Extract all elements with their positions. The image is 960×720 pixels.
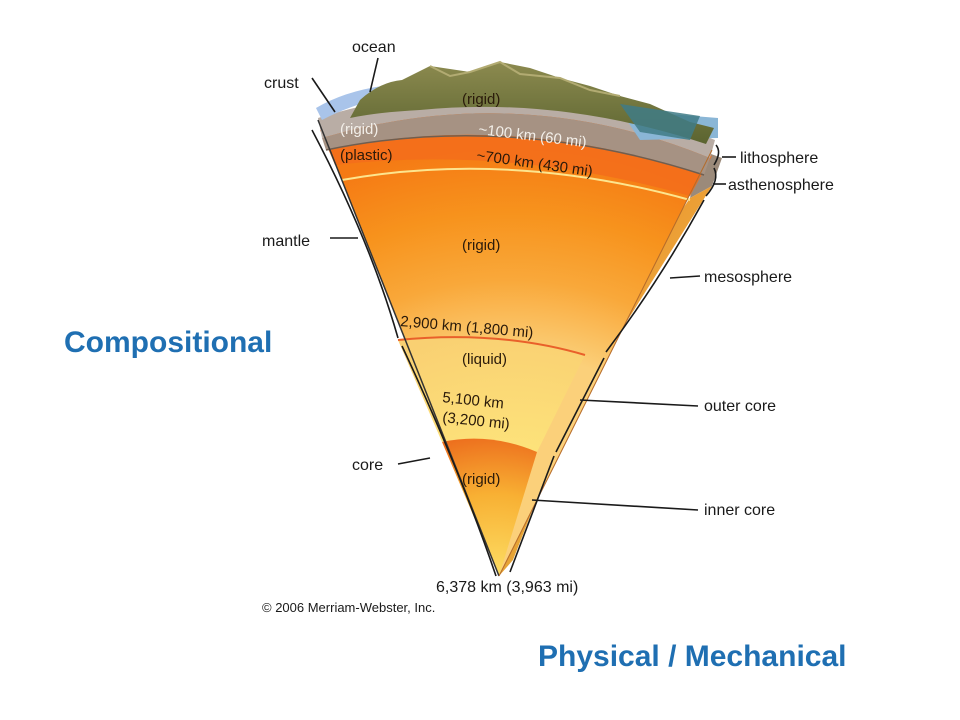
mesosphere-top-line [341, 167, 691, 201]
continent-ridge [429, 60, 621, 97]
mesosphere-leader [669, 275, 701, 279]
crust-leader [311, 77, 336, 113]
asthenosphere-state-label: (plastic) [340, 147, 393, 164]
mantle-bracket [311, 129, 399, 339]
lithosphere-edge [325, 135, 705, 176]
inner-core-leader [531, 499, 699, 511]
ocean-label: ocean [352, 39, 396, 56]
center-depth-label: 6,378 km (3,963 mi) [436, 579, 578, 596]
asthenosphere-bracket [705, 167, 717, 197]
outer-core-label: outer core [704, 398, 776, 415]
outer-core-region [398, 337, 585, 452]
lithosphere-lower [322, 113, 710, 175]
crust-label: crust [264, 75, 299, 92]
ocean-block [620, 104, 700, 140]
outer-core-leader [579, 399, 699, 407]
mesosphere-bracket [605, 199, 705, 353]
physical-mechanical-heading: Physical / Mechanical [538, 640, 846, 673]
core-leader [397, 457, 431, 465]
lithosphere-state-label: (rigid) [340, 121, 378, 138]
outer-core-state-label: (liquid) [462, 351, 507, 368]
copyright-notice: © 2006 Merriam-Webster, Inc. [262, 600, 435, 615]
inner-core-region [442, 438, 537, 576]
mesosphere-label: mesosphere [704, 269, 792, 286]
compositional-heading: Compositional [64, 326, 272, 359]
asthenosphere-label: asthenosphere [728, 177, 834, 194]
outer-core-depth-line1: 5,100 km [442, 389, 505, 412]
core-bracket [401, 345, 497, 577]
lithosphere-label: lithosphere [740, 150, 818, 167]
continent-land [350, 62, 714, 144]
inner-core-bracket [509, 455, 555, 573]
mesosphere-state-label: (rigid) [462, 237, 500, 254]
mantle-label: mantle [262, 233, 310, 250]
inner-core-label: inner core [704, 502, 775, 519]
wedge-right-edge [498, 149, 713, 577]
lithosphere-bracket [713, 144, 720, 166]
core-mantle-boundary [397, 336, 586, 356]
outer-core-depth-line2: (3,200 mi) [442, 409, 511, 433]
inner-core-state-label: (rigid) [462, 471, 500, 488]
core-label: core [352, 457, 383, 474]
mantle-region [318, 96, 712, 576]
crust-state-label: (rigid) [462, 91, 500, 108]
ocean-leader [369, 57, 379, 93]
outer-core-bracket [555, 357, 605, 453]
